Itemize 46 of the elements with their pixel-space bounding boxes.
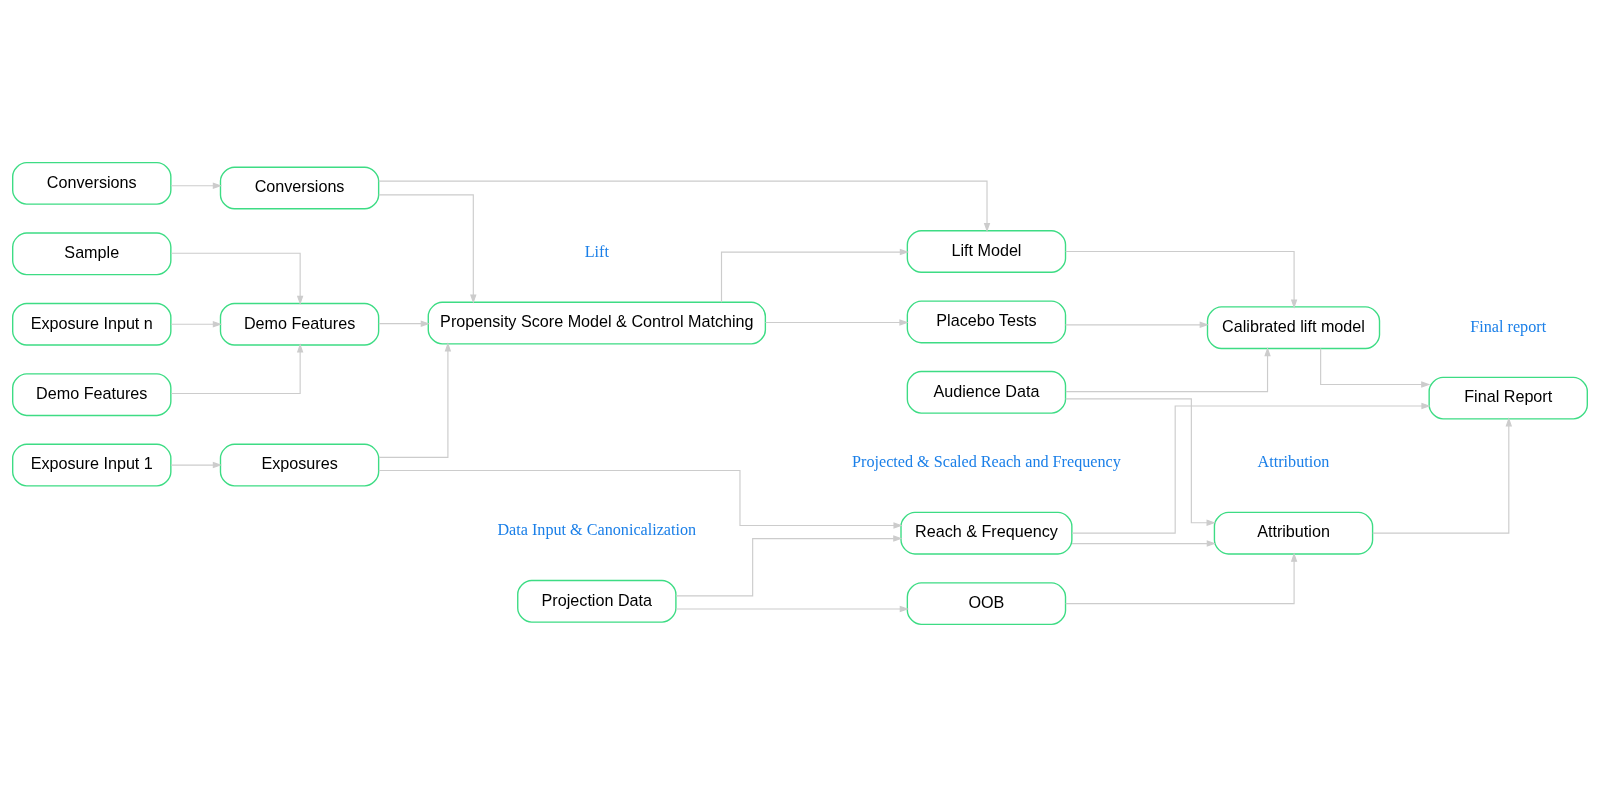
arrow (1372, 417, 1513, 534)
node-box: OOB (906, 582, 1067, 626)
node-box: Exposure Input n (12, 302, 172, 346)
arrow (675, 535, 903, 597)
node-box: Demo Features (219, 302, 380, 346)
node-box: Demo Features (12, 373, 172, 417)
node-box: Reach & Frequency (900, 511, 1073, 555)
label: Lift (584, 242, 609, 260)
arrow (170, 461, 223, 469)
label: Attribution (1257, 453, 1330, 471)
node-box: Attribution (1213, 511, 1374, 555)
arrow (1065, 346, 1271, 393)
label: Projected & Scaled Reach and Frequency (852, 453, 1121, 471)
node-box: Lift Model (906, 230, 1067, 273)
arrow (720, 248, 910, 303)
node-box: Placebo Tests (906, 300, 1067, 344)
node-box: Projection Data (517, 579, 677, 623)
node-box: Propensity Score Model & Control Matching (427, 301, 767, 345)
arrow (675, 605, 909, 613)
node-box: Sample (12, 232, 172, 276)
arrow (170, 343, 304, 395)
arrow (764, 319, 909, 326)
label: Data Input & Canonicalization (497, 521, 697, 539)
node-box: Exposures (219, 443, 380, 487)
arrow (1064, 321, 1209, 329)
node-box: Conversions (12, 161, 172, 205)
arrow (378, 320, 430, 327)
arrow (1071, 402, 1431, 534)
arrow (378, 469, 903, 529)
arrow (378, 194, 477, 304)
arrow (1320, 347, 1431, 388)
arrow (1065, 398, 1216, 527)
arrow (1071, 540, 1216, 547)
arrow (170, 321, 223, 328)
arrow (1065, 552, 1298, 605)
node-box: Calibrated lift model (1206, 306, 1381, 350)
label: Final report (1470, 317, 1547, 335)
arrow (378, 342, 452, 458)
node-box: Conversions (219, 166, 380, 210)
node-box: Audience Data (906, 370, 1067, 414)
node-box: Exposure Input 1 (12, 443, 172, 487)
arrow (170, 252, 304, 306)
arrow (378, 180, 991, 233)
arrow (170, 182, 223, 189)
arrow (1065, 250, 1298, 309)
node-box: Final Report (1428, 376, 1588, 420)
